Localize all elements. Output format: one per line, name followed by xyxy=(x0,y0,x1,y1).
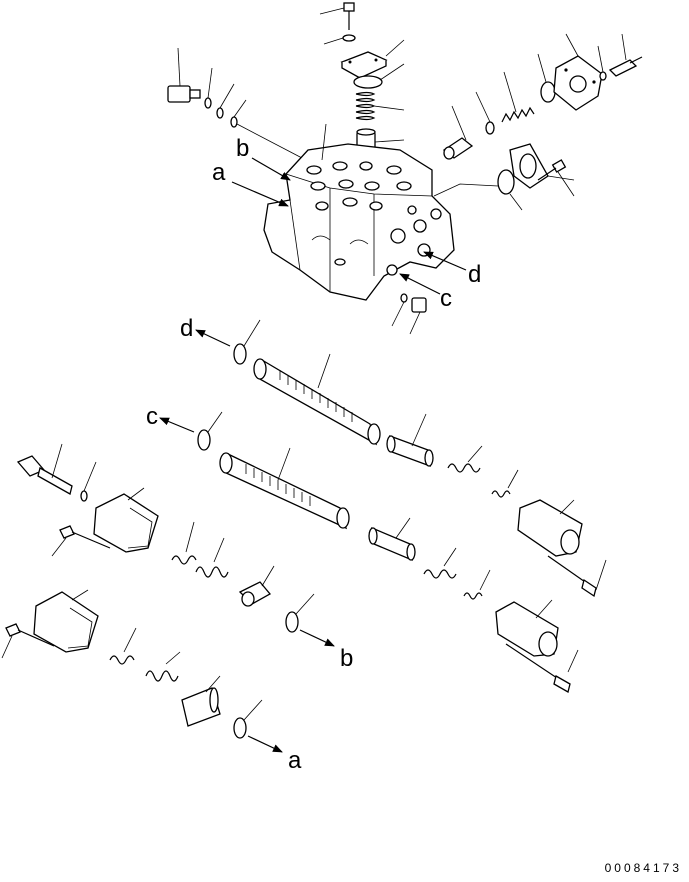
right-oring-small xyxy=(475,91,495,135)
piston-bottom xyxy=(181,675,221,727)
right-cover-block xyxy=(553,33,603,111)
bottom-plug xyxy=(409,297,427,335)
bottom-oring-a xyxy=(233,699,263,739)
arrow-c-body xyxy=(399,273,441,295)
spool-lower-oring xyxy=(197,411,223,451)
arrow-d-left xyxy=(195,329,231,347)
left-plug xyxy=(167,47,201,103)
left-cap-upper xyxy=(93,487,159,553)
top-cover-washer xyxy=(323,34,356,45)
callout-d-body: d xyxy=(468,261,481,288)
right-flange-oring xyxy=(497,169,523,211)
callout-b-top: b xyxy=(236,135,249,162)
left-plug-oring xyxy=(204,67,213,109)
left-fitting xyxy=(16,443,73,495)
arrow-b-top xyxy=(251,157,291,181)
spool-upper xyxy=(253,353,381,446)
solenoid-lower-bolt xyxy=(505,643,579,693)
callout-a-top: a xyxy=(212,159,226,186)
arrow-c-left xyxy=(159,417,195,433)
stopper-upper xyxy=(386,413,434,467)
bottom-plug-oring xyxy=(391,293,408,327)
spring-lower-1 xyxy=(423,547,457,579)
spring-mid-2 xyxy=(195,537,229,578)
spring-bottom-2 xyxy=(145,651,181,682)
stopper-lower xyxy=(368,517,416,562)
small-piston-mid xyxy=(238,565,275,607)
top-cover-oring xyxy=(353,63,405,89)
solenoid-upper xyxy=(517,499,583,557)
callout-c-left: c xyxy=(146,403,158,430)
left-cap-upper-bolt xyxy=(51,525,111,557)
right-cover-washer xyxy=(597,45,607,81)
solenoid-upper-bolt xyxy=(547,555,607,598)
left-cap-lower-bolt xyxy=(1,623,55,659)
arrow-a-bottom xyxy=(247,735,283,753)
right-flange-bolt xyxy=(537,159,575,197)
spring-mid-1 xyxy=(171,521,197,565)
left-fitting-oring xyxy=(80,461,97,502)
top-cover-bolt xyxy=(319,2,355,30)
spring-lower-2 xyxy=(463,569,491,600)
left-plug-seal xyxy=(230,99,247,128)
right-oring-large xyxy=(537,53,556,103)
arrow-b-bottom xyxy=(299,629,335,647)
right-cover-bolt xyxy=(608,33,643,77)
right-spring xyxy=(501,71,535,123)
callout-d-left: d xyxy=(180,315,193,342)
arrow-d-body xyxy=(423,251,467,271)
solenoid-lower xyxy=(495,599,559,657)
right-small-piston xyxy=(442,105,474,160)
callout-c-body: c xyxy=(440,285,452,312)
document-number: 00084173 xyxy=(605,861,682,875)
spring-upper-1 xyxy=(447,445,483,473)
left-plug-washer xyxy=(216,83,235,119)
spring-upper-2 xyxy=(491,469,519,498)
spool-lower xyxy=(219,447,350,530)
spring-bottom-1 xyxy=(109,627,137,665)
callout-b-bottom: b xyxy=(340,645,353,672)
callout-a-bottom: a xyxy=(288,747,302,774)
spool-upper-oring xyxy=(233,319,261,365)
arrow-a-top xyxy=(231,181,289,207)
top-spring xyxy=(355,91,405,121)
valve-body xyxy=(263,123,455,301)
mid-oring-b xyxy=(285,593,315,633)
right-flange xyxy=(509,143,575,189)
top-cover-plate xyxy=(340,39,405,79)
left-cap-lower xyxy=(33,589,99,653)
